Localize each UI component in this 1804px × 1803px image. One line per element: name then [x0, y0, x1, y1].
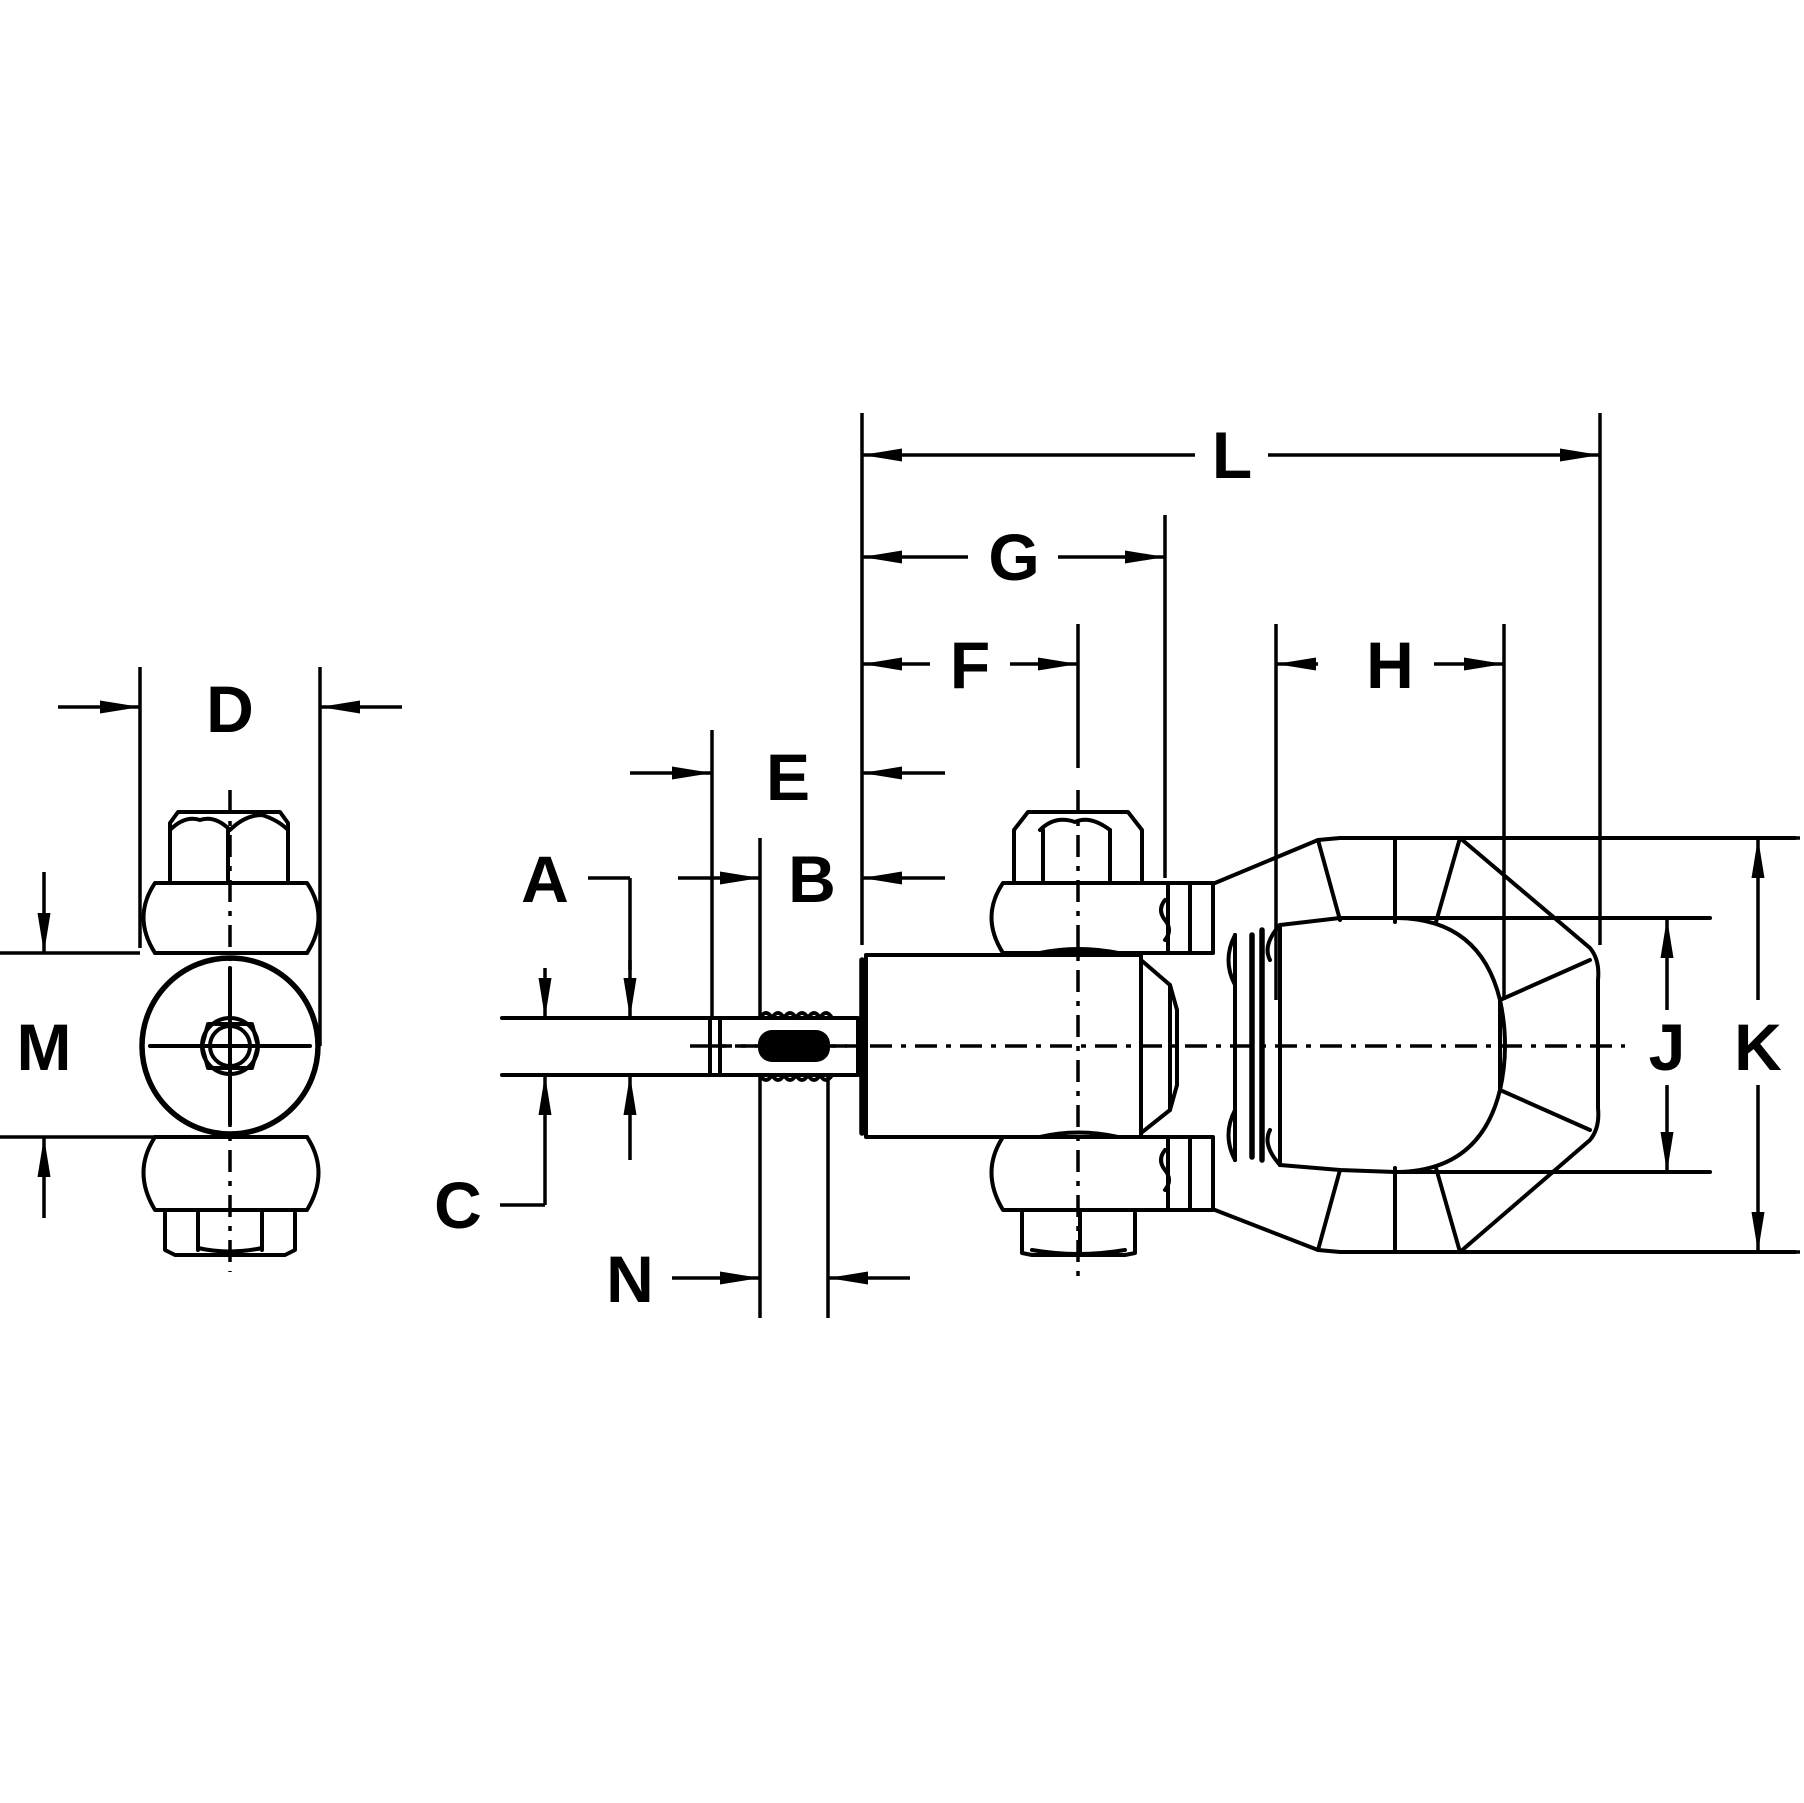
clevis-outer-jaw — [1213, 836, 1797, 885]
end-view — [0, 667, 402, 1272]
dimensions — [500, 413, 1800, 1318]
label-h: H — [1366, 628, 1414, 702]
label-j: J — [1649, 1010, 1686, 1084]
side-view-bottom-washer — [989, 1135, 1215, 1212]
label-k: K — [1734, 1010, 1782, 1084]
dimension-labels: L G F H E B A C N J K D M — [17, 418, 1783, 1316]
label-l: L — [1212, 418, 1252, 492]
side-view — [500, 790, 1797, 1280]
label-m: M — [17, 1010, 72, 1084]
label-b: B — [788, 842, 836, 916]
label-n: N — [606, 1242, 654, 1316]
label-f: F — [950, 628, 990, 702]
label-d: D — [206, 672, 254, 746]
clevis-neck — [1139, 881, 1192, 955]
label-c: C — [434, 1168, 482, 1242]
side-view-top-washer — [989, 881, 1215, 955]
label-g: G — [988, 520, 1039, 594]
end-view-bottom-washer — [141, 1135, 321, 1212]
label-a: A — [521, 842, 569, 916]
label-e: E — [766, 740, 810, 814]
